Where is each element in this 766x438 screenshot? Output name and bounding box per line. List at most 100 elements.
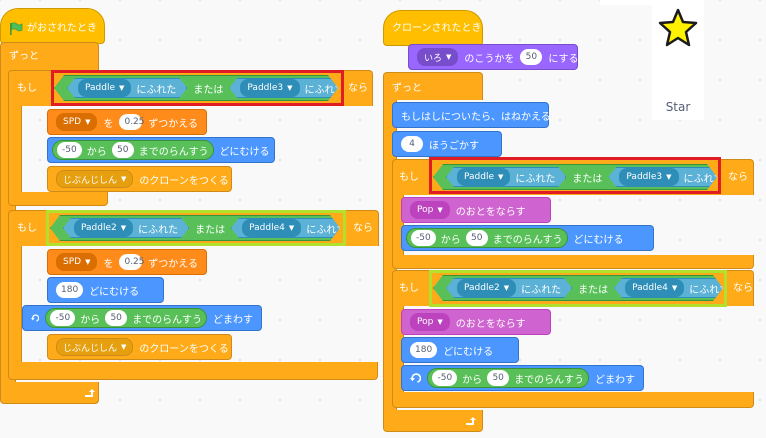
if-label: もし [399, 172, 419, 183]
forever-bottom [383, 410, 483, 432]
touch-target-dropdown[interactable]: Paddle▼ [78, 79, 131, 97]
sound-dropdown[interactable]: Pop▼ [410, 201, 450, 219]
forever-label: ずっと [392, 83, 422, 94]
loop-arrow-icon [466, 417, 476, 425]
change-value-input[interactable]: 0.25 [119, 114, 145, 130]
forever-block[interactable]: ずっと [0, 42, 99, 70]
chevron-down-icon: ▼ [671, 284, 678, 292]
point-in-direction-block[interactable]: -50 から 50 までのらんすう どにむける [47, 137, 275, 163]
stage-edge [600, 0, 652, 5]
move-steps-block[interactable]: 4 ほうごかす [392, 131, 502, 157]
touching-block[interactable]: Paddle4▼ にふれた [231, 218, 357, 238]
when-flag-clicked-hat[interactable]: がおされたとき [0, 8, 105, 44]
sprite-tile[interactable]: Star [652, 0, 704, 120]
variable-dropdown[interactable]: SPD▼ [56, 113, 98, 131]
direction-input[interactable]: 180 [56, 282, 84, 298]
if-1-arm [8, 106, 22, 194]
random-to-input[interactable]: 50 [465, 230, 488, 246]
if-label: もし [17, 83, 37, 94]
touching-block[interactable]: Paddle3▼ にふれた [229, 78, 355, 98]
chevron-down-icon: ▼ [446, 53, 452, 61]
touching-block[interactable]: Paddle3▼ にふれた [608, 167, 734, 187]
if-on-edge-bounce-block[interactable]: もしはしについたら、はねかえる [392, 102, 551, 128]
chevron-down-icon: ▼ [121, 343, 127, 351]
then-label: なら [348, 83, 368, 94]
random-from-input[interactable]: -50 [411, 230, 436, 246]
when-start-as-clone-hat[interactable]: クローンされたとき [383, 10, 483, 46]
hat-label: クローンされたとき [392, 23, 482, 34]
touch-target-dropdown[interactable]: Paddle▼ [457, 168, 510, 186]
rotate-clockwise-icon [31, 314, 40, 322]
forever-block[interactable]: ずっと [383, 72, 483, 100]
touch-target-dropdown[interactable]: Paddle4▼ [625, 279, 684, 297]
or-label: または [578, 284, 609, 296]
touch-target-dropdown[interactable]: Paddle4▼ [242, 219, 301, 237]
touching-block[interactable]: Paddle2▼ にふれた [63, 218, 189, 238]
then-label: なら [728, 172, 748, 183]
change-variable-block[interactable]: SPD▼ を 0.25 ずつかえる [47, 109, 207, 135]
play-sound-block[interactable]: Pop▼ のおとをならす [401, 197, 551, 223]
random-to-input[interactable]: 50 [487, 370, 510, 386]
touching-block[interactable]: Paddle4▼ にふれた [614, 278, 740, 298]
touch-target-dropdown[interactable]: Paddle3▼ [240, 79, 299, 97]
chevron-down-icon: ▼ [437, 206, 443, 214]
or-operator[interactable]: Paddle2▼ にふれた または Paddle4▼ にふれた [50, 215, 340, 241]
point-in-direction-block[interactable]: 180 どにむける [401, 337, 519, 363]
touch-target-dropdown[interactable]: Paddle2▼ [74, 219, 133, 237]
change-variable-block[interactable]: SPD▼ を 0.25 ずつかえる [47, 249, 207, 275]
set-effect-block[interactable]: いろ▼ のこうかを 50 にする [408, 44, 579, 70]
chevron-down-icon: ▼ [85, 118, 91, 126]
create-clone-block[interactable]: じぶんじしん▼ のクローンをつくる [47, 166, 232, 192]
then-label: なら [353, 223, 373, 234]
clone-target-dropdown[interactable]: じぶんじしん▼ [56, 170, 134, 188]
chevron-down-icon: ▼ [498, 173, 504, 181]
or-operator[interactable]: Paddle▼ にふれた または Paddle3▼ にふれた [54, 75, 338, 101]
touching-block[interactable]: Paddle▼ にふれた [446, 167, 566, 187]
pick-random-block[interactable]: -50 から 50 までのらんすう [52, 140, 214, 160]
effect-value-input[interactable]: 50 [520, 49, 543, 65]
highlight-red-box [51, 70, 344, 106]
or-label: または [195, 224, 226, 236]
chevron-down-icon: ▼ [437, 318, 443, 326]
or-operator[interactable]: Paddle▼ にふれた または Paddle3▼ にふれた [433, 164, 717, 190]
loop-arrow-icon [85, 389, 95, 397]
sound-dropdown[interactable]: Pop▼ [410, 313, 450, 331]
chevron-down-icon: ▼ [120, 224, 127, 232]
touch-target-dropdown[interactable]: Paddle2▼ [457, 279, 516, 297]
if-label: もし [399, 283, 419, 294]
chevron-down-icon: ▼ [288, 224, 295, 232]
random-from-input[interactable]: -50 [50, 310, 76, 326]
or-operator[interactable]: Paddle2▼ にふれた または Paddle4▼ にふれた [433, 275, 723, 301]
chevron-down-icon: ▼ [287, 84, 293, 92]
play-sound-block[interactable]: Pop▼ のおとをならす [401, 309, 551, 335]
turn-right-block[interactable]: -50 から 50 までのらんすう どまわす [401, 365, 644, 391]
touching-block[interactable]: Paddle2▼ にふれた [446, 278, 572, 298]
random-to-input[interactable]: 50 [111, 142, 134, 158]
create-clone-block[interactable]: じぶんじしん▼ のクローンをつくる [47, 334, 232, 360]
point-in-direction-block[interactable]: 180 どにむける [47, 277, 164, 303]
random-from-input[interactable]: -50 [57, 142, 82, 158]
touch-target-dropdown[interactable]: Paddle3▼ [619, 168, 678, 186]
or-label: または [572, 173, 603, 185]
pick-random-block[interactable]: -50 から 50 までのらんすう [45, 308, 207, 328]
turn-right-block[interactable]: -50 から 50 までのらんすう どまわす [22, 305, 262, 331]
chevron-down-icon: ▼ [666, 173, 672, 181]
if-label: もし [17, 223, 37, 234]
move-steps-input[interactable]: 4 [401, 136, 423, 152]
direction-input[interactable]: 180 [410, 342, 438, 358]
variable-dropdown[interactable]: SPD▼ [56, 253, 98, 271]
random-to-input[interactable]: 50 [105, 310, 128, 326]
random-from-input[interactable]: -50 [432, 370, 458, 386]
pick-random-block[interactable]: -50 から 50 までのらんすう [427, 368, 589, 388]
sprite-name: Star [665, 100, 691, 114]
highlight-green-box [46, 210, 346, 246]
point-in-direction-block[interactable]: -50 から 50 までのらんすう どにむける [401, 225, 654, 251]
clone-target-dropdown[interactable]: じぶんじしん▼ [56, 338, 134, 356]
hat-label: がおされたとき [27, 23, 97, 34]
pick-random-block[interactable]: -50 から 50 までのらんすう [406, 228, 568, 248]
star-icon [658, 8, 698, 47]
change-value-input[interactable]: 0.25 [119, 254, 145, 270]
touching-block[interactable]: Paddle▼ にふれた [67, 78, 187, 98]
if-1-bottom [392, 255, 754, 269]
effect-dropdown[interactable]: いろ▼ [417, 48, 459, 66]
